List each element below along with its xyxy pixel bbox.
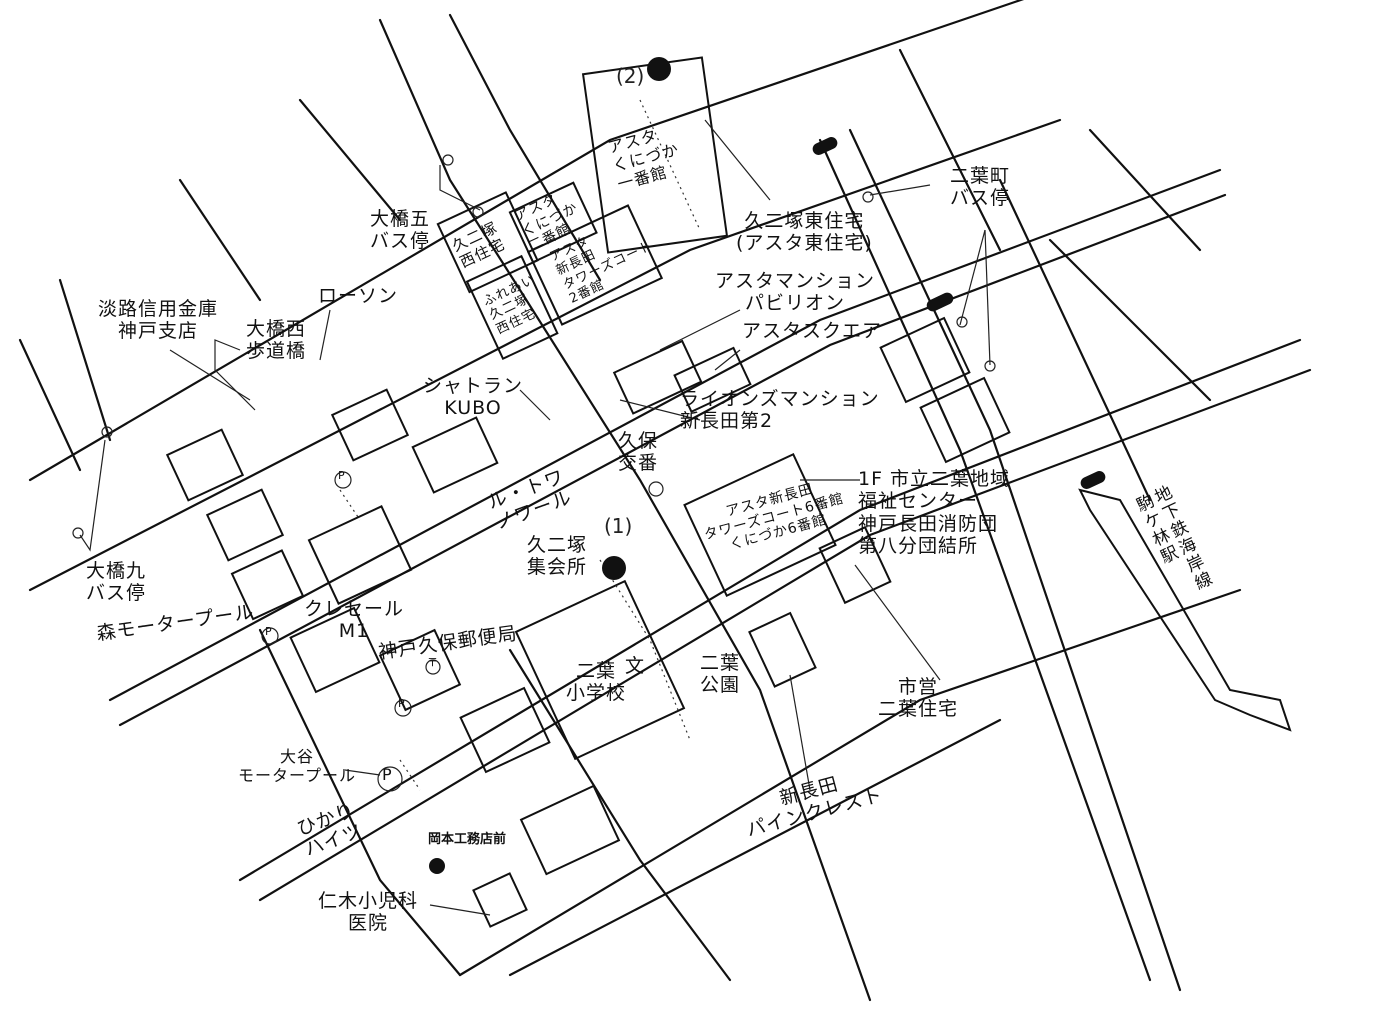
label-kuniduka-higashi: 久二塚東住宅 (アスタ東住宅) bbox=[736, 210, 873, 255]
label-asta-mansion: アスタマンション パビリオン bbox=[715, 270, 876, 315]
label-otani-motor-pool: 大谷 モータープール bbox=[238, 747, 357, 785]
stop-1-marker[interactable] bbox=[602, 556, 626, 580]
subway-line bbox=[1078, 488, 1292, 732]
label-kubo-koban: 久保 交番 bbox=[618, 430, 659, 475]
traffic-signals bbox=[812, 137, 1106, 489]
post-symbol: 〒 bbox=[427, 656, 439, 669]
label-futaba-park: 二葉 公園 bbox=[700, 652, 741, 697]
label-futaba-school: 二葉 小学校 bbox=[566, 660, 627, 705]
stop-1-number: (1) bbox=[604, 514, 633, 538]
parking-symbol-4: P bbox=[382, 765, 393, 784]
label-awaji-bank: 淡路信用金庫 神戸支店 bbox=[98, 298, 219, 343]
label-school-symbol: 文 bbox=[625, 655, 646, 677]
label-niki-clinic: 仁木小児科 医院 bbox=[318, 890, 419, 935]
leader-lines bbox=[79, 119, 991, 916]
post-office-icon bbox=[425, 659, 441, 675]
parking-symbol-3: P bbox=[398, 697, 406, 710]
roads bbox=[18, 0, 1312, 1002]
label-okamoto-stop: 岡本工務店前 bbox=[428, 832, 507, 847]
okamoto-stop-marker[interactable] bbox=[429, 858, 445, 874]
bus-stop-symbols bbox=[72, 154, 996, 539]
police-box-icon bbox=[648, 481, 664, 497]
stop-2-number: (2) bbox=[616, 64, 645, 88]
label-lawson: ローソン bbox=[318, 285, 399, 307]
label-welfare-center: 1F 市立二葉地域 福祉センター 神戸長田消防団 第八分団結所 bbox=[858, 468, 1011, 558]
parking-symbol-1: P bbox=[338, 469, 346, 482]
dashed-paths bbox=[339, 99, 701, 791]
label-ohashi5-bus: 大橋五 バス停 bbox=[370, 208, 431, 253]
parking-symbol-2: P bbox=[265, 625, 273, 638]
label-futaba-bus: 二葉町 バス停 bbox=[950, 165, 1011, 210]
label-lions-mansion: ライオンズマンション 新長田第2 bbox=[680, 388, 880, 433]
label-creseal: クレセール M1 bbox=[304, 598, 405, 643]
label-shiei-futaba: 市営 二葉住宅 bbox=[878, 676, 959, 721]
blocks bbox=[165, 56, 1011, 928]
parking-icons bbox=[261, 471, 412, 792]
label-chateau-kubo: シャトラン KUBO bbox=[423, 375, 524, 420]
stop-2-marker[interactable] bbox=[647, 57, 671, 81]
label-ohashi-nishi-bridge: 大橋西 歩道橋 bbox=[246, 318, 307, 363]
label-asta-square: アスタスクエア bbox=[742, 320, 883, 342]
label-ohashi9-bus: 大橋九 バス停 bbox=[86, 560, 147, 605]
label-kuniduka-hall: 久二塚 集会所 bbox=[527, 534, 588, 579]
